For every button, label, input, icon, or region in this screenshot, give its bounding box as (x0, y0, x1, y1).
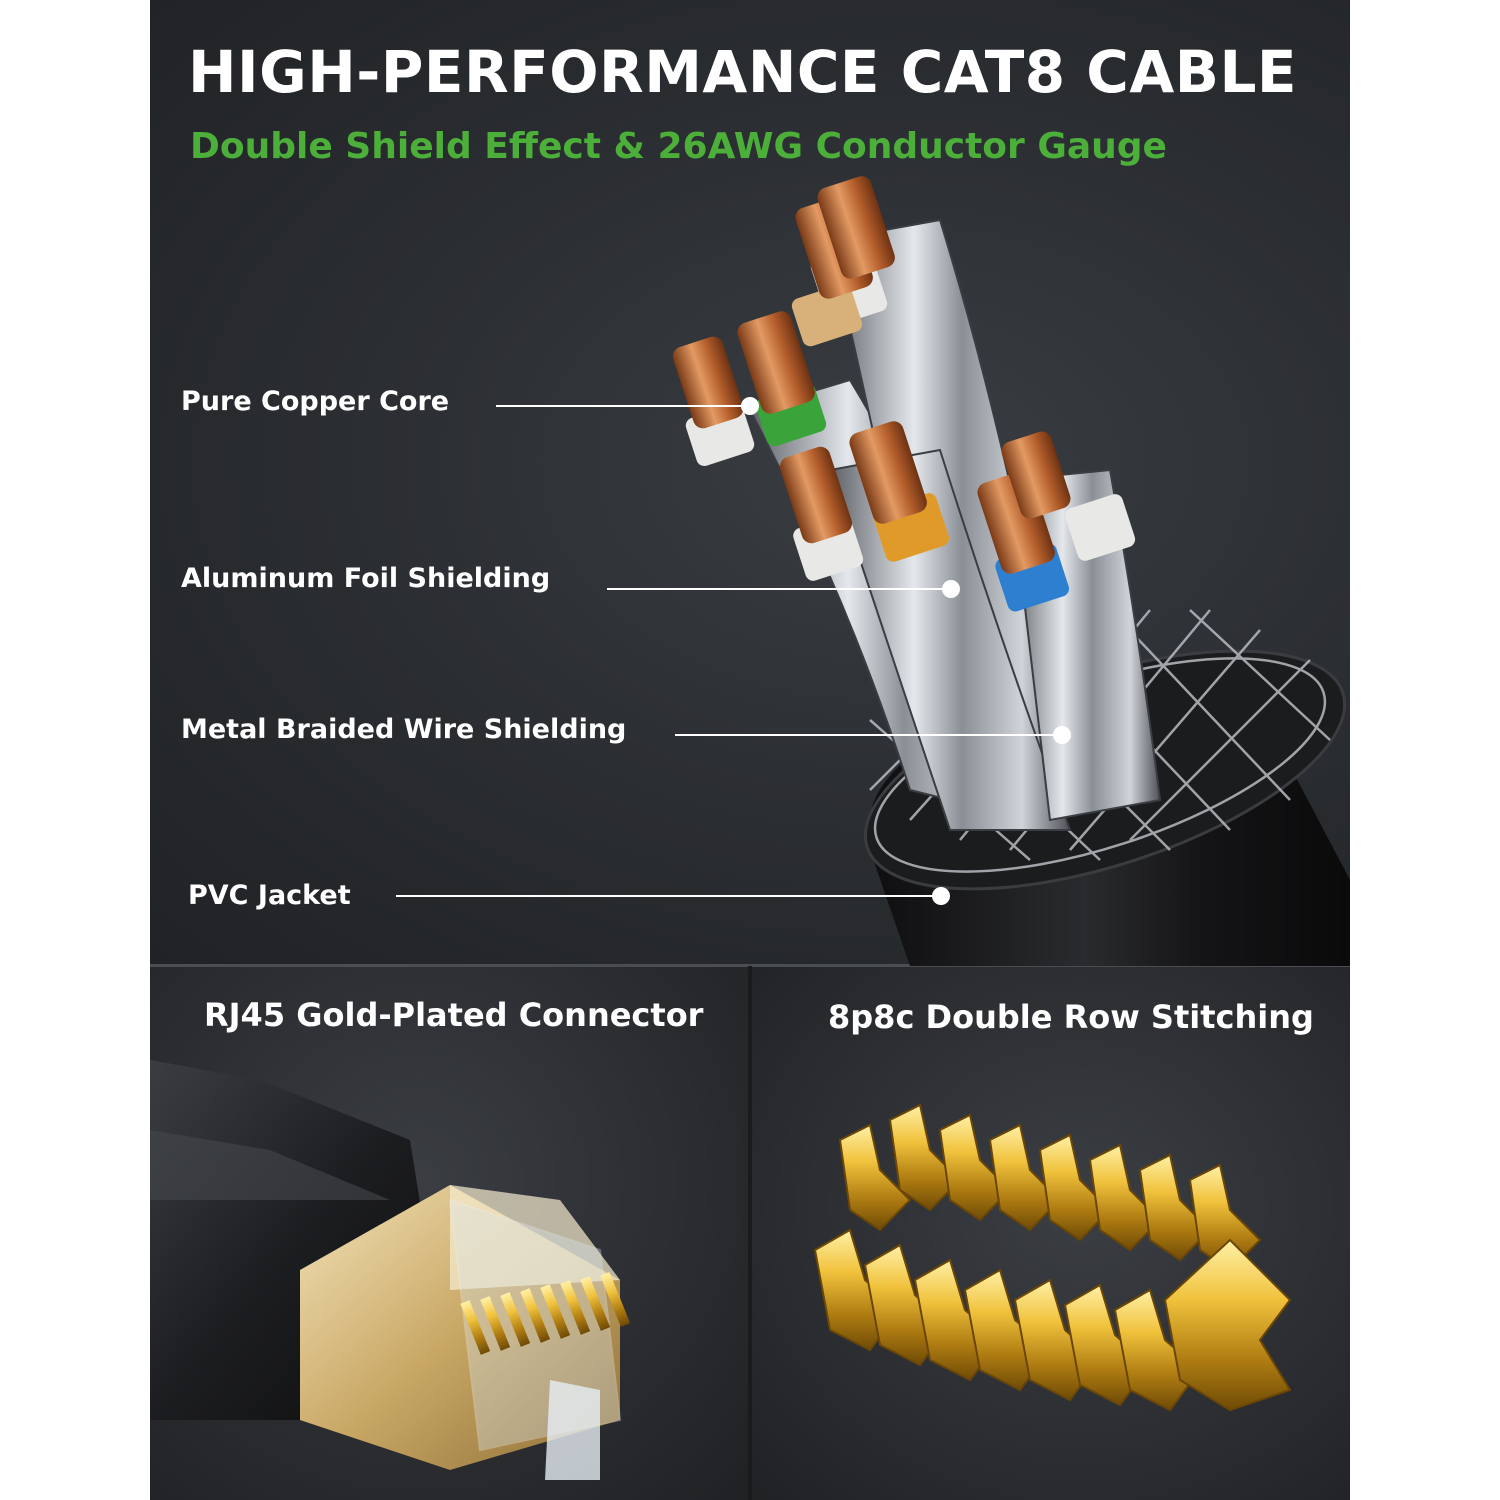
callout-dots (741, 397, 1071, 905)
gold-contact-row-back (838, 1103, 1262, 1272)
product-canvas: HIGH-PERFORMANCE CAT8 CABLE Double Shiel… (150, 0, 1350, 1500)
callout-metal-braided-wire-shielding: Metal Braided Wire Shielding (181, 714, 627, 745)
callout-pure-copper-core: Pure Copper Core (181, 386, 450, 417)
page-subtitle: Double Shield Effect & 26AWG Conductor G… (190, 126, 1167, 167)
panel-divider-horizontal (150, 964, 1350, 967)
stitching-panel-title: 8p8c Double Row Stitching (828, 998, 1314, 1036)
callout-aluminum-foil-shielding: Aluminum Foil Shielding (181, 563, 551, 594)
connector-gold-pins (460, 1272, 631, 1355)
connector-panel-title: RJ45 Gold-Plated Connector (204, 996, 704, 1034)
callout-lines (396, 405, 1061, 897)
page-title: HIGH-PERFORMANCE CAT8 CABLE (188, 38, 1298, 106)
callout-pvc-jacket: PVC Jacket (188, 880, 351, 911)
rj45-connector-illustration (150, 1060, 631, 1480)
cable-illustration (396, 176, 1350, 966)
gold-contact-row-front (813, 1228, 1292, 1412)
panel-divider-vertical (748, 966, 752, 1500)
8p8c-stitching-illustration (813, 1103, 1292, 1412)
connector-shell (300, 1185, 620, 1470)
